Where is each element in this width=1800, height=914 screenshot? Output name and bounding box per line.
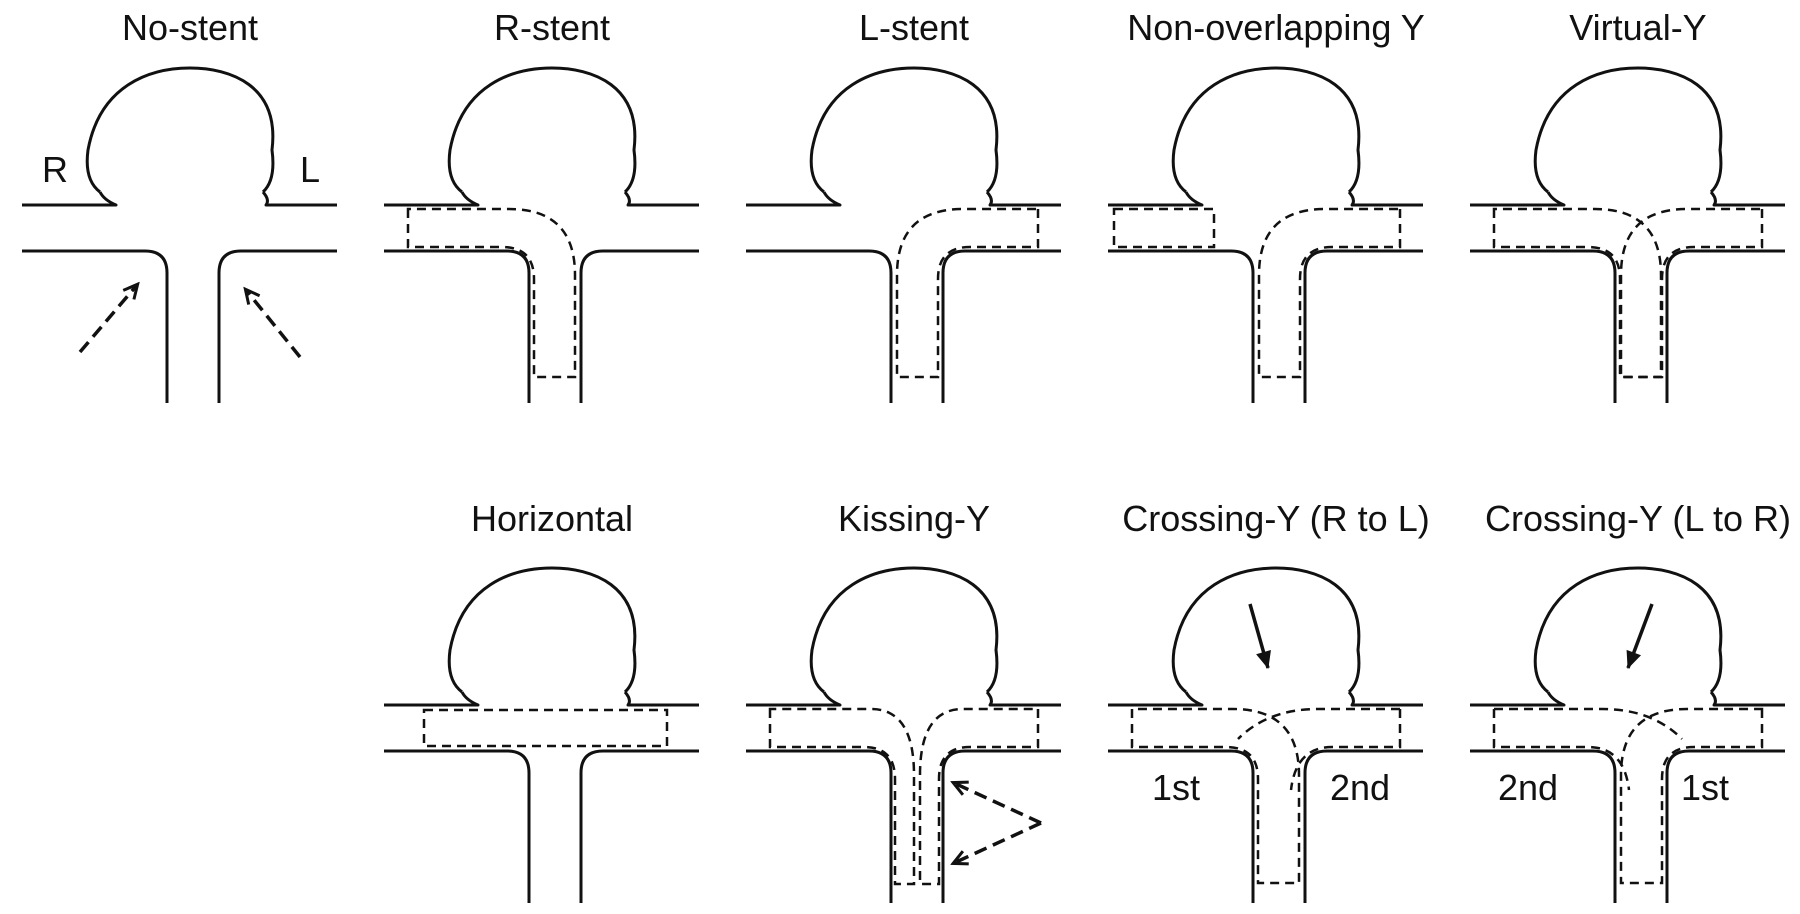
solid-arrow-crossing-point: [1626, 603, 1654, 670]
panel-title: Crossing-Y (R to L): [1122, 498, 1429, 539]
panel-crossing-y-r-to-l: Crossing-Y (R to L) 1st 2nd: [1108, 498, 1430, 903]
panel-title: No-stent: [122, 7, 258, 48]
panel-title: Virtual-Y: [1569, 7, 1706, 48]
branch-wall-right: [941, 249, 1061, 403]
branch-wall-left: [384, 749, 531, 903]
parent-vessel-top-right: [623, 691, 699, 707]
aneurysm-dome: [809, 566, 999, 694]
panel-non-overlapping-y: Non-overlapping Y: [1108, 7, 1425, 403]
panel-kissing-y: Kissing-Y: [746, 498, 1061, 903]
parent-vessel-top-left: [384, 191, 480, 207]
first-stent-label: 1st: [1681, 767, 1729, 808]
dashed-arrow-right-branch: [78, 285, 137, 354]
parent-vessel-top-right: [261, 191, 337, 207]
first-stent-label: 1st: [1152, 767, 1200, 808]
branch-wall-right: [1303, 749, 1423, 903]
parent-vessel-top-left: [22, 191, 118, 207]
branch-wall-left: [22, 249, 169, 403]
solid-arrow-crossing-point: [1248, 603, 1271, 670]
parent-vessel-top-right: [1347, 191, 1423, 207]
branch-wall-right: [579, 249, 699, 403]
left-side-label: L: [300, 149, 320, 190]
parent-vessel-top-left: [1470, 691, 1566, 707]
panel-title: Non-overlapping Y: [1127, 7, 1425, 48]
stent-right-short: [1112, 207, 1216, 249]
stent-second-crossing: [1237, 707, 1402, 791]
right-side-label: R: [42, 149, 68, 190]
parent-vessel-top-left: [746, 691, 842, 707]
aneurysm-dome: [1171, 566, 1361, 694]
stent-left-branch: [1257, 207, 1402, 379]
parent-vessel-top-left: [1108, 191, 1204, 207]
parent-vessel-top-right: [1709, 691, 1785, 707]
aneurysm-dome: [447, 66, 637, 194]
panel-no-stent: No-stent R L: [22, 7, 337, 403]
stent: [895, 207, 1040, 379]
branch-wall-right: [1665, 749, 1785, 903]
branch-wall-left: [1108, 749, 1255, 903]
panel-l-stent: L-stent: [746, 7, 1061, 403]
branch-wall-left: [1470, 249, 1617, 403]
panel-title: Crossing-Y (L to R): [1485, 498, 1791, 539]
stent-horizontal: [422, 708, 669, 748]
branch-wall-left: [384, 249, 531, 403]
branch-wall-left: [746, 249, 893, 403]
branch-wall-right: [1665, 249, 1785, 403]
aneurysm-dome: [85, 66, 275, 194]
branch-wall-right: [217, 249, 337, 403]
panel-horizontal: Horizontal: [384, 498, 699, 903]
branch-wall-right: [579, 749, 699, 903]
stent-first-right: [1130, 707, 1301, 885]
branch-wall-left: [1108, 249, 1255, 403]
stent-left-to-branch: [1619, 207, 1764, 379]
parent-vessel-top-right: [985, 191, 1061, 207]
parent-vessel-top-left: [1108, 691, 1204, 707]
panel-crossing-y-l-to-r: Crossing-Y (L to R) 2nd 1st: [1470, 498, 1791, 903]
aneurysm-dome: [447, 566, 637, 694]
stent-first-left: [1619, 707, 1764, 885]
stent: [406, 207, 577, 379]
stent-left-to-branch: [918, 707, 1040, 886]
parent-vessel-top-right: [985, 691, 1061, 707]
panel-title: L-stent: [859, 7, 969, 48]
panel-title: Horizontal: [471, 498, 633, 539]
parent-vessel-top-right: [1347, 691, 1423, 707]
dashed-arrow-lower: [954, 821, 1042, 863]
panel-title: R-stent: [494, 7, 610, 48]
stent-second-crossing: [1492, 707, 1683, 791]
aneurysm-dome: [1171, 66, 1361, 194]
second-stent-label: 2nd: [1498, 767, 1558, 808]
branch-wall-left: [746, 749, 893, 903]
parent-vessel-top-right: [623, 191, 699, 207]
second-stent-label: 2nd: [1330, 767, 1390, 808]
panel-r-stent: R-stent: [384, 7, 699, 403]
aneurysm-dome: [1533, 566, 1723, 694]
aneurysm-dome: [1533, 66, 1723, 194]
dashed-arrow-upper: [954, 783, 1042, 825]
dashed-arrow-left-branch: [246, 290, 302, 359]
stent-right-to-branch: [768, 707, 916, 886]
parent-vessel-top-right: [1709, 191, 1785, 207]
aneurysm-dome: [809, 66, 999, 194]
branch-wall-right: [941, 749, 1061, 903]
panel-virtual-y: Virtual-Y: [1470, 7, 1785, 403]
panel-title: Kissing-Y: [838, 498, 990, 539]
stent-right-to-branch: [1492, 207, 1663, 379]
branch-wall-left: [1470, 749, 1617, 903]
branch-wall-right: [1303, 249, 1423, 403]
parent-vessel-top-left: [384, 691, 480, 707]
parent-vessel-top-left: [1470, 191, 1566, 207]
parent-vessel-top-left: [746, 191, 842, 207]
